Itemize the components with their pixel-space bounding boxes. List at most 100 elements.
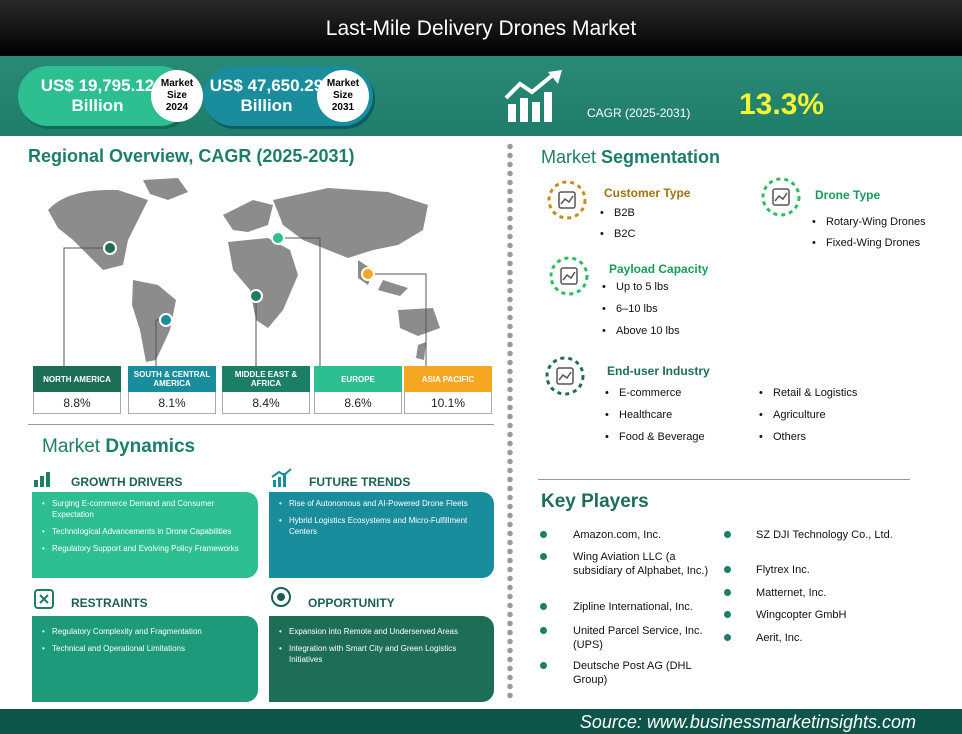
list-item: Surging E-commerce Demand and Consumer E… (40, 498, 250, 520)
list-item: Technical and Operational Limitations (40, 643, 250, 654)
opportunity-box: Expansion into Remote and Underserved Ar… (269, 616, 494, 702)
bullet-icon (724, 566, 731, 573)
footer-bar (0, 709, 962, 734)
end-user-industry-title: End-user Industry (607, 364, 710, 378)
region-name: ASIA PACIFIC (404, 366, 492, 392)
region-name: NORTH AMERICA (33, 366, 121, 392)
bullet-icon (724, 531, 731, 538)
bullet-icon (724, 634, 731, 641)
dynamics-title-b: Dynamics (105, 436, 196, 457)
end-user-item: Others (759, 431, 806, 443)
region-cagr: 8.1% (128, 392, 216, 414)
badge-label: Size (166, 90, 187, 101)
future-trends-box: Rise of Autonomous and AI-Powered Drone … (269, 492, 494, 578)
trend-icon (271, 468, 292, 487)
source-link[interactable]: Source: www.businessmarketinsights.com (579, 712, 916, 732)
dynamics-title-a: Market (42, 436, 106, 457)
market-size-2024-unit: Billion (71, 96, 124, 115)
region-cagr: 8.8% (33, 392, 121, 414)
region-cagr: 10.1% (404, 392, 492, 414)
list-item: Expansion into Remote and Underserved Ar… (277, 626, 486, 637)
opportunity-title: OPPORTUNITY (308, 596, 395, 610)
payload-item: Above 10 lbs (602, 325, 680, 337)
end-user-item: Healthcare (605, 409, 672, 421)
page-title: Last-Mile Delivery Drones Market (325, 17, 637, 40)
divider (538, 479, 910, 480)
restraints-title: RESTRAINTS (71, 596, 148, 610)
end-user-industry-icon (545, 356, 585, 396)
list-item: Hybrid Logistics Ecosystems and Micro-Fu… (277, 515, 486, 537)
region-name: MIDDLE EAST & AFRICA (222, 366, 310, 392)
key-player: Aerit, Inc. (756, 632, 803, 644)
drone-type-item: Fixed-Wing Drones (812, 237, 920, 249)
badge-label: Market (326, 78, 360, 89)
key-player: United Parcel Service, Inc. (UPS) (573, 625, 703, 651)
badge-year: 2024 (165, 102, 189, 113)
dotted-divider (506, 142, 514, 702)
market-size-2031-badge: Market Size 2031 (317, 70, 369, 122)
world-map (48, 178, 440, 366)
market-size-2031-unit: Billion (240, 96, 293, 115)
payload-capacity-title: Payload Capacity (609, 262, 709, 276)
divider (28, 424, 494, 425)
region-name: EUROPE (314, 366, 402, 392)
customer-type-item: B2B (600, 207, 635, 219)
region-cagr: 8.4% (222, 392, 310, 414)
payload-item: Up to 5 lbs (602, 281, 668, 293)
customer-type-title: Customer Type (604, 186, 691, 200)
badge-label: Market (160, 78, 194, 89)
region-south-central-america: SOUTH & CENTRAL AMERICA 8.1% (128, 366, 216, 414)
regional-title-a: Regional Overview, (28, 146, 199, 166)
bullet-icon (724, 611, 731, 618)
growth-drivers-box: Surging E-commerce Demand and Consumer E… (32, 492, 258, 578)
future-trends-title: FUTURE TRENDS (309, 475, 411, 489)
badge-label: Size (332, 90, 353, 101)
list-item: Integration with Smart City and Green Lo… (277, 643, 486, 665)
customer-type-icon (547, 180, 587, 220)
payload-item: 6–10 lbs (602, 303, 657, 315)
list-item: Rise of Autonomous and AI-Powered Drone … (277, 498, 486, 509)
drone-type-item: Rotary-Wing Drones (812, 216, 926, 228)
region-cagr: 8.6% (314, 392, 402, 414)
key-player: Matternet, Inc. (756, 587, 827, 599)
badge-year: 2031 (331, 102, 355, 113)
bullet-icon (540, 603, 547, 610)
regional-title: Regional Overview, CAGR (2025-2031) (28, 146, 354, 167)
restraints-box: Regulatory Complexity and Fragmentation … (32, 616, 258, 702)
cagr-label: CAGR (2025-2031) (587, 106, 691, 120)
bullet-icon (540, 553, 547, 560)
region-north-america: NORTH AMERICA 8.8% (33, 366, 121, 414)
bar-chart-icon (34, 472, 50, 487)
key-players-title: Key Players (541, 491, 649, 512)
end-user-item: Retail & Logistics (759, 387, 857, 399)
key-player: Zipline International, Inc. (573, 601, 693, 613)
bullet-icon (540, 662, 547, 669)
market-size-2031-value: US$ 47,650.29 (209, 76, 324, 95)
opportunity-icon (271, 587, 291, 607)
segmentation-title-b: Segmentation (601, 147, 721, 167)
list-item: Regulatory Support and Evolving Policy F… (40, 543, 250, 554)
bullet-icon (540, 627, 547, 634)
bullet-icon (540, 531, 547, 538)
market-size-2024-value: US$ 19,795.12 (40, 76, 155, 95)
region-middle-east-africa: MIDDLE EAST & AFRICA 8.4% (222, 366, 310, 414)
end-user-item: E-commerce (605, 387, 681, 399)
market-size-2024-badge: Market Size 2024 (151, 70, 203, 122)
dynamics-title: Market Dynamics (42, 436, 195, 458)
end-user-item: Food & Beverage (605, 431, 705, 443)
key-player: Wingcopter GmbH (756, 609, 847, 621)
key-player: SZ DJI Technology Co., Ltd. (756, 529, 893, 541)
cagr-value: 13.3% (739, 88, 825, 121)
restraints-icon (34, 589, 54, 609)
region-name: SOUTH & CENTRAL AMERICA (128, 366, 216, 392)
segmentation-title: Market Segmentation (541, 147, 720, 168)
region-asia-pacific: ASIA PACIFIC 10.1% (404, 366, 492, 414)
drone-type-icon (761, 177, 801, 217)
region-europe: EUROPE 8.6% (314, 366, 402, 414)
key-player: Deutsche Post AG (DHL Group) (573, 660, 692, 686)
list-item: Technological Advancements in Drone Capa… (40, 526, 250, 537)
end-user-item: Agriculture (759, 409, 825, 421)
list-item: Regulatory Complexity and Fragmentation (40, 626, 250, 637)
key-player: Flytrex Inc. (756, 564, 810, 576)
